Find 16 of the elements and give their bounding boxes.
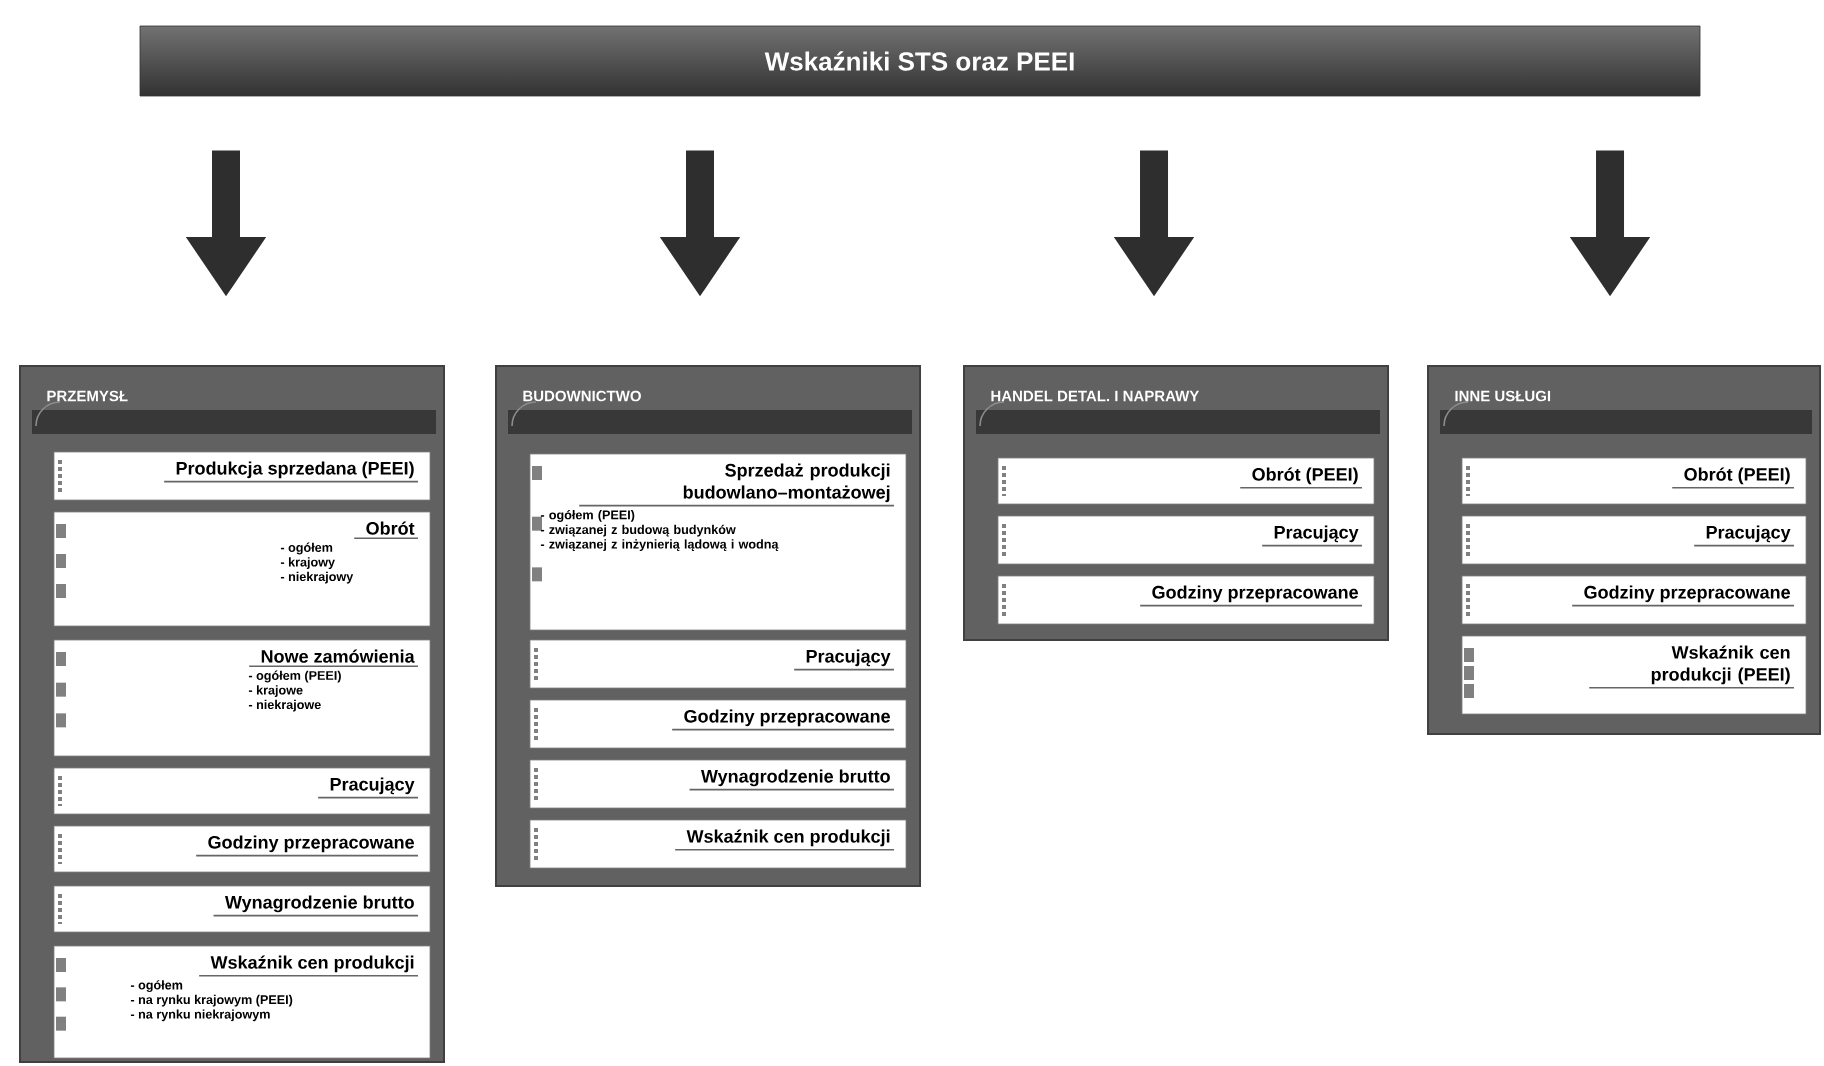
indicator-box: Produkcja sprzedana (PEEI) [53, 451, 431, 501]
indicator-box: Obrót (PEEI) [997, 457, 1375, 505]
indicator-box: Obrót (PEEI) [1461, 457, 1807, 505]
indicator-box: Pracujący [997, 515, 1375, 565]
indicator-box: Pracujący [529, 639, 907, 689]
indicator-box: Pracujący [53, 767, 431, 815]
indicator-box: Godziny przepracowane [529, 699, 907, 749]
indicator-box: Godziny przepracowane [1461, 575, 1807, 625]
indicator-box: Wynagrodzenie brutto [529, 759, 907, 809]
title-bar: Wskaźniki STS oraz PEEI [139, 25, 1701, 97]
indicator-box: Wynagrodzenie brutto [53, 885, 431, 933]
indicator-box: Pracujący [1461, 515, 1807, 565]
indicator-box: Wskaźnik cen produkcji (PEEI) [1461, 635, 1807, 715]
indicator-box: Godziny przepracowane [53, 825, 431, 873]
indicator-box: Wskaźnik cen produkcji [529, 819, 907, 869]
indicator-box: Godziny przepracowane [997, 575, 1375, 625]
